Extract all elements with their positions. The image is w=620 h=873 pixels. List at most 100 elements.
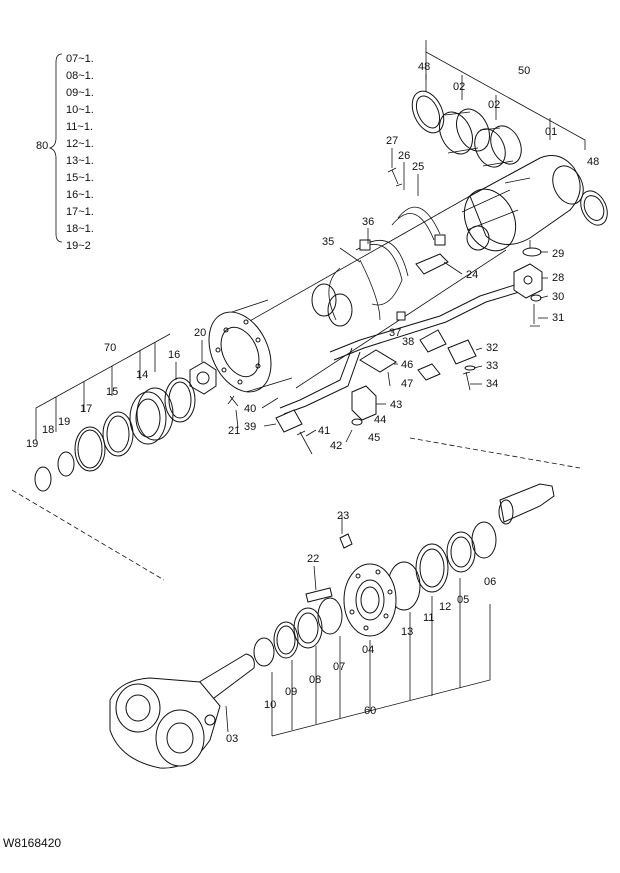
- callout-14: 14: [136, 369, 148, 381]
- callout-09: 09: [285, 686, 297, 698]
- seal-08: [293, 607, 323, 649]
- kit-number: 80: [36, 140, 48, 152]
- oring-29: [522, 247, 542, 257]
- ring-06: [471, 521, 497, 559]
- kit-item: 16~1.: [66, 189, 94, 201]
- ring-05: [446, 531, 476, 573]
- callout-22: 22: [307, 553, 319, 565]
- clamp-32: [447, 339, 477, 365]
- ring-48b: [580, 190, 608, 226]
- callout-45: 45: [368, 432, 380, 444]
- drawing-code: W8168420: [3, 836, 61, 850]
- callout-39: 39: [244, 421, 256, 433]
- ring-15: [102, 411, 134, 457]
- callout-34: 34: [486, 378, 498, 390]
- kit-item: 17~1.: [66, 206, 94, 218]
- leader-lines: [175, 74, 549, 733]
- bolt-27: [387, 167, 403, 187]
- callout-60: 60: [364, 705, 376, 717]
- callout-16: 16: [168, 349, 180, 361]
- callout-18: 18: [42, 424, 54, 436]
- screw-21: [227, 395, 239, 407]
- seal-12: [415, 543, 449, 593]
- callout-40: 40: [244, 403, 256, 415]
- kit-item: 13~1.: [66, 155, 94, 167]
- grease-nipple: [204, 714, 216, 726]
- bushing-02: [439, 111, 473, 155]
- clamp-39: [275, 409, 303, 433]
- rod-head-04: [343, 563, 397, 637]
- kit-item: 12~1.: [66, 138, 94, 150]
- cylinder-tube-assembly: [11, 40, 608, 581]
- callout-25: 25: [412, 161, 424, 173]
- callout-20: 20: [194, 327, 206, 339]
- callout-31: 31: [552, 312, 564, 324]
- callout-30: 30: [552, 291, 564, 303]
- bolt-34: [462, 371, 471, 391]
- callout-01: 01: [545, 126, 557, 138]
- ring-10: [253, 637, 275, 667]
- kit-item: 18~1.: [66, 223, 94, 235]
- callout-10: 10: [264, 699, 276, 711]
- callout-50: 50: [518, 65, 530, 77]
- kit-brace: [48, 53, 63, 243]
- callout-36: 36: [362, 216, 374, 228]
- callout-04: 04: [362, 644, 374, 656]
- callout-46: 46: [401, 359, 413, 371]
- kit-item: 19~2: [66, 240, 91, 252]
- callout-24: 24: [466, 269, 478, 281]
- callout-12: 12: [439, 601, 451, 613]
- kit-item: 09~1.: [66, 87, 94, 99]
- piston-rod-assembly: [109, 483, 555, 769]
- bolt-22: [305, 587, 333, 603]
- callout-70: 70: [104, 342, 116, 354]
- kit-item: 15~1.: [66, 172, 94, 184]
- ring-19: [34, 466, 52, 492]
- kit-item: 08~1.: [66, 70, 94, 82]
- band-clamp-26: [391, 206, 441, 241]
- section-divider: [11, 437, 581, 581]
- washer-30: [530, 294, 542, 302]
- callout-37: 37: [389, 327, 401, 339]
- washer-44: [351, 418, 363, 426]
- flange-block-28: [513, 263, 543, 299]
- grease-fitting-23: [339, 533, 353, 549]
- bolt-45: [345, 429, 353, 443]
- callout-26: 26: [398, 150, 410, 162]
- kit-item: 07~1.: [66, 53, 94, 65]
- callout-43: 43: [390, 399, 402, 411]
- callout-13: 13: [401, 626, 413, 638]
- kit-item: 10~1.: [66, 104, 94, 116]
- callout-28: 28: [552, 272, 564, 284]
- callout-19b: 19: [26, 438, 38, 450]
- washer-33: [464, 365, 476, 371]
- callout-02: 02: [453, 81, 465, 93]
- callout-29: 29: [552, 248, 564, 260]
- clamp-43: [351, 385, 377, 421]
- group-50-bracket: [425, 40, 586, 150]
- callout-15: 15: [106, 386, 118, 398]
- callout-32: 32: [486, 342, 498, 354]
- seal-17: [74, 426, 106, 472]
- seal-09: [273, 621, 299, 659]
- callout-27: 27: [386, 135, 398, 147]
- group-60-bracket: [271, 604, 491, 737]
- rod-end-06: [499, 483, 555, 523]
- bolt-42: [296, 430, 313, 455]
- callout-06: 06: [484, 576, 496, 588]
- callouts: 48 02 50 02 01 48 27 26 25 36 35 29 28 2…: [26, 61, 599, 745]
- callout-42: 42: [330, 440, 342, 452]
- callout-48: 48: [418, 61, 430, 73]
- bolt-47: [387, 371, 391, 387]
- callout-47: 47: [401, 378, 413, 390]
- callout-44: 44: [374, 414, 386, 426]
- nut-20: [189, 361, 217, 395]
- piston-14: [129, 391, 167, 445]
- callout-17: 17: [80, 403, 92, 415]
- callout-35: 35: [322, 236, 334, 248]
- bolt-31: [530, 304, 540, 327]
- pipe: [329, 281, 527, 361]
- callout-21: 21: [228, 425, 240, 437]
- callout-38: 38: [402, 336, 414, 348]
